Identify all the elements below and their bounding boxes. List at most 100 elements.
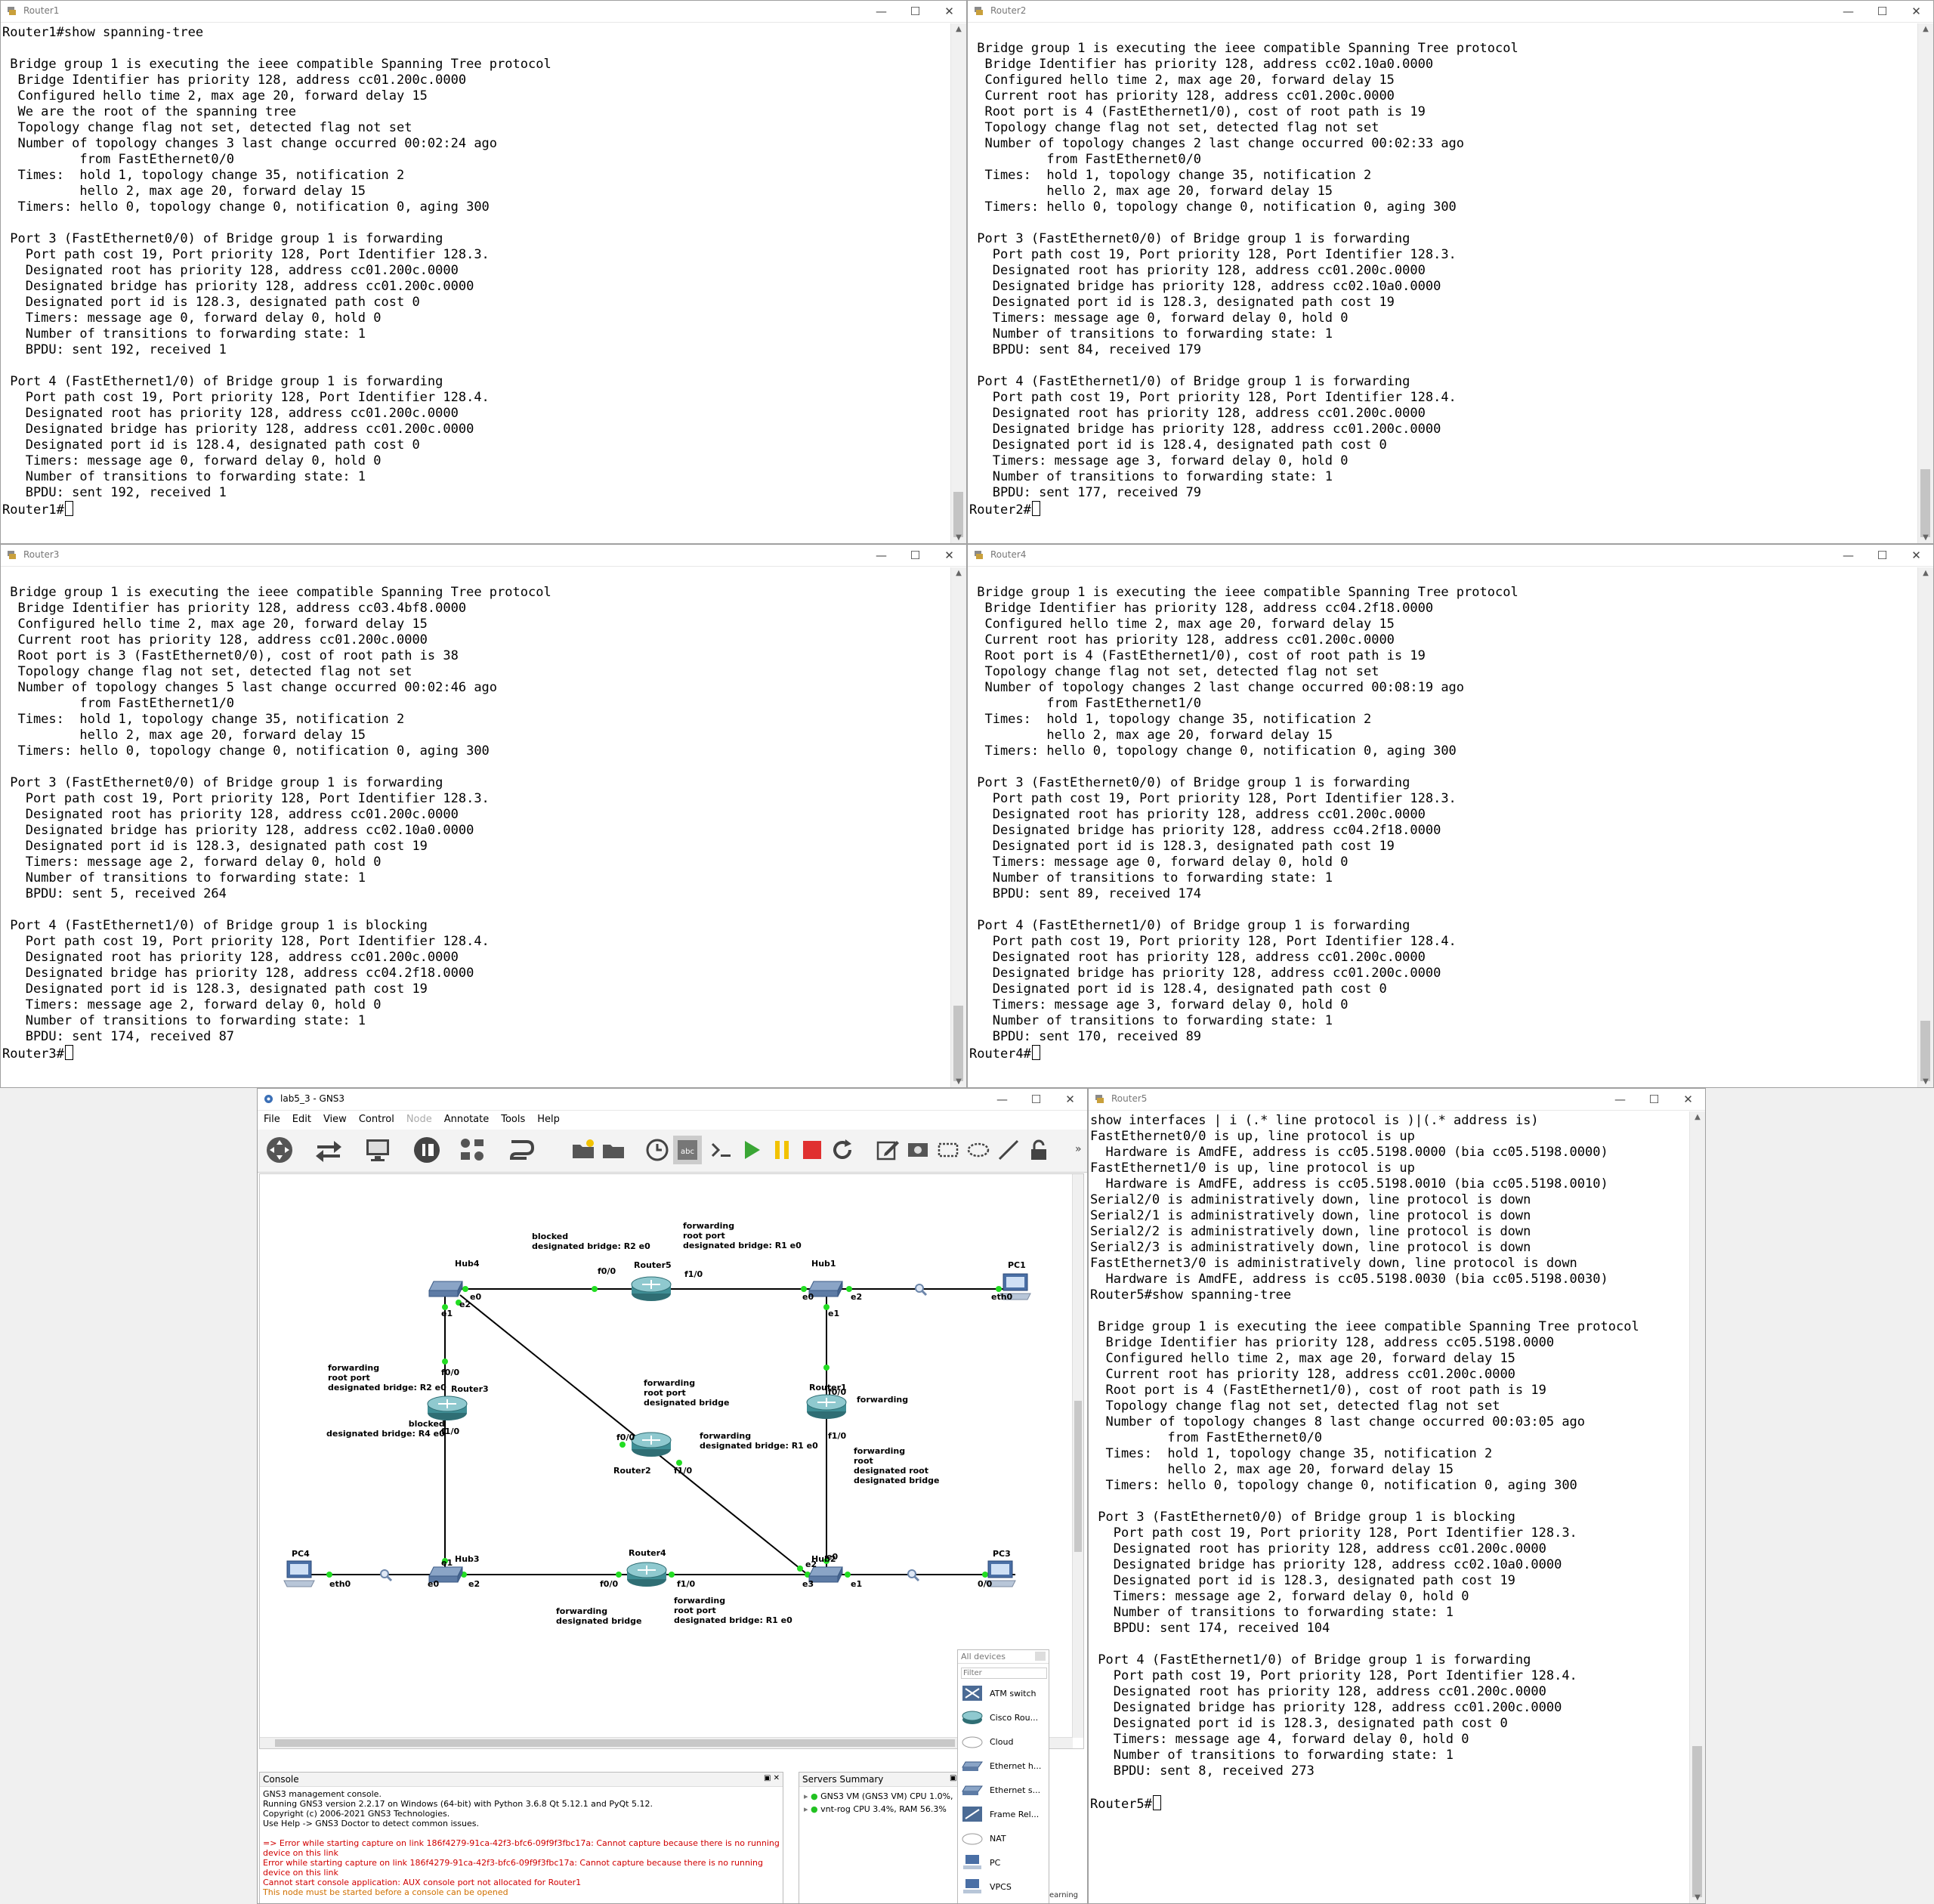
terminal-output[interactable]: show interfaces | i (.* line protocol is… [1089, 1111, 1688, 1903]
title-bar[interactable]: lab5_3 - GNS3 —☐✕ [258, 1089, 1087, 1111]
close-button[interactable]: ✕ [1683, 1093, 1693, 1106]
dock-close-icon[interactable]: ▣ ✕ [763, 1774, 780, 1782]
snapshot-button[interactable] [643, 1136, 672, 1164]
close-button[interactable]: ✕ [1911, 5, 1921, 18]
scroll-down-icon[interactable]: ▼ [956, 1077, 962, 1086]
canvas-horizontal-scrollbar[interactable] [260, 1737, 1073, 1748]
scroll-thumb[interactable] [275, 1739, 955, 1747]
scroll-up-icon[interactable]: ▲ [1923, 569, 1929, 577]
draw-line-button[interactable] [994, 1136, 1023, 1164]
annotation-note[interactable]: forwarding designated bridge: R1 e0 [700, 1431, 818, 1451]
hub4-node[interactable] [428, 1280, 464, 1298]
reload-all-button[interactable] [828, 1136, 857, 1164]
title-bar[interactable]: Router3 —☐✕ [1, 545, 966, 567]
minimize-button[interactable]: — [996, 1093, 1008, 1106]
device-item-pc[interactable]: PC [958, 1850, 1049, 1875]
pc4-node[interactable] [283, 1559, 316, 1590]
close-button[interactable]: ✕ [1911, 549, 1921, 562]
suspend-all-button[interactable] [768, 1136, 796, 1164]
browse-switches-button[interactable] [314, 1136, 343, 1164]
capture-magnifier-icon[interactable] [914, 1283, 928, 1297]
hub2-node[interactable] [808, 1566, 844, 1584]
show-interface-labels-button[interactable]: abc [673, 1136, 702, 1164]
device-item-ethernet-hub[interactable]: Ethernet h... [958, 1754, 1049, 1778]
lock-items-button[interactable] [1024, 1136, 1053, 1164]
menu-view[interactable]: View [323, 1114, 347, 1125]
annotation-note[interactable]: forwarding root designated root designat… [854, 1446, 940, 1485]
console-log[interactable]: GNS3 management console. Running GNS3 ve… [260, 1787, 783, 1899]
router3-node[interactable] [426, 1395, 468, 1422]
stop-all-button[interactable] [798, 1136, 826, 1164]
scroll-up-icon[interactable]: ▲ [1923, 25, 1929, 33]
maximize-button[interactable]: ☐ [1030, 1093, 1042, 1106]
draw-rectangle-button[interactable] [934, 1136, 962, 1164]
devices-filter-header[interactable]: All devices [958, 1650, 1049, 1664]
scroll-thumb[interactable] [1074, 1401, 1082, 1552]
console-all-button[interactable] [707, 1136, 736, 1164]
annotation-note[interactable]: forwarding root port designated bridge [644, 1378, 730, 1408]
annotation-note[interactable]: forwarding root port designated bridge: … [683, 1221, 802, 1250]
router4-console-window[interactable]: Router4 —☐✕ Bridge group 1 is executing … [967, 544, 1934, 1088]
close-button[interactable]: ✕ [1065, 1093, 1075, 1106]
router5-console-window[interactable]: Router5 —☐✕ show interfaces | i (.* line… [1088, 1088, 1706, 1904]
minimize-button[interactable]: — [1614, 1093, 1626, 1106]
scrollbar[interactable]: ▲▼ [950, 567, 966, 1087]
pc3-node[interactable] [984, 1559, 1017, 1590]
start-all-button[interactable] [737, 1136, 766, 1164]
scroll-thumb[interactable] [953, 492, 963, 537]
terminal-output[interactable]: Bridge group 1 is executing the ieee com… [968, 567, 1917, 1087]
scroll-up-icon[interactable]: ▲ [956, 25, 962, 33]
device-item-ethernet-switch[interactable]: Ethernet s... [958, 1778, 1049, 1802]
maximize-button[interactable]: ☐ [910, 5, 921, 18]
new-project-button[interactable] [569, 1136, 598, 1164]
capture-magnifier-icon[interactable] [907, 1569, 920, 1582]
router2-node[interactable] [630, 1431, 672, 1458]
scroll-down-icon[interactable]: ▼ [1923, 533, 1929, 542]
browse-all-devices-button[interactable] [458, 1136, 487, 1164]
annotation-note[interactable]: blocked designated bridge: R4 e0 [326, 1419, 445, 1439]
canvas-vertical-scrollbar[interactable] [1072, 1174, 1083, 1738]
open-project-button[interactable] [599, 1136, 628, 1164]
topology-canvas[interactable]: Hub4 Hub1 Hub3 Hub2 Router5 Router3 Rout… [259, 1173, 1084, 1749]
add-link-button[interactable] [507, 1136, 536, 1164]
scroll-thumb[interactable] [1920, 1021, 1930, 1081]
device-item-frame-relay[interactable]: Frame Rel... [958, 1802, 1049, 1826]
link-hub4-hub2[interactable] [459, 1294, 808, 1575]
maximize-button[interactable]: ☐ [1877, 5, 1888, 18]
router3-console-window[interactable]: Router3 —☐✕ Bridge group 1 is executing … [0, 544, 967, 1088]
menu-edit[interactable]: Edit [292, 1114, 311, 1125]
terminal-output[interactable]: Bridge group 1 is executing the ieee com… [968, 23, 1917, 543]
menu-annotate[interactable]: Annotate [443, 1114, 490, 1125]
scrollbar[interactable]: ▲▼ [1917, 567, 1933, 1087]
minimize-button[interactable]: — [1843, 5, 1854, 18]
close-button[interactable]: ✕ [944, 549, 954, 562]
browse-security-button[interactable] [412, 1136, 441, 1164]
title-bar[interactable]: Router4 —☐✕ [968, 545, 1933, 567]
servers-summary-panel[interactable]: Servers Summary▣ ✕ ▸ ● GNS3 VM (GNS3 VM)… [799, 1772, 969, 1903]
device-item-nat[interactable]: NAT [958, 1826, 1049, 1850]
scroll-up-icon[interactable]: ▲ [1695, 1113, 1701, 1121]
server-item[interactable]: ▸ ● vnt-rog CPU 3.4%, RAM 56.3% [804, 1804, 947, 1814]
title-bar[interactable]: Router2 —☐✕ [968, 1, 1933, 23]
devices-filter-input[interactable] [961, 1668, 1047, 1679]
scroll-down-icon[interactable]: ▼ [1695, 1893, 1701, 1902]
server-item[interactable]: ▸ ● GNS3 VM (GNS3 VM) CPU 1.0%, [804, 1791, 953, 1801]
minimize-button[interactable]: — [1843, 549, 1854, 562]
gns3-main-window[interactable]: lab5_3 - GNS3 —☐✕ File Edit View Control… [257, 1088, 1088, 1904]
maximize-button[interactable]: ☐ [910, 549, 921, 562]
scrollbar[interactable]: ▲▼ [950, 23, 966, 543]
terminal-output[interactable]: Router1#show spanning-tree Bridge group … [1, 23, 950, 543]
pc1-node[interactable] [999, 1272, 1032, 1303]
browse-end-devices-button[interactable] [363, 1136, 392, 1164]
device-item-cisco-router[interactable]: Cisco Rou... [958, 1705, 1049, 1729]
annotation-note[interactable]: forwarding root port designated bridge: … [674, 1596, 792, 1625]
minimize-button[interactable]: — [876, 549, 887, 562]
router2-console-window[interactable]: Router2 —☐✕ Bridge group 1 is executing … [967, 0, 1934, 544]
scrollbar[interactable]: ▲▼ [1689, 1111, 1705, 1903]
annotation-note[interactable]: forwarding root port designated bridge: … [328, 1363, 446, 1392]
annotation-note[interactable]: forwarding designated bridge [556, 1606, 642, 1626]
menu-file[interactable]: File [264, 1114, 280, 1125]
device-item-vpcs[interactable]: VPCS [958, 1875, 1049, 1899]
capture-magnifier-icon[interactable] [379, 1569, 393, 1582]
scroll-thumb[interactable] [953, 1006, 963, 1081]
